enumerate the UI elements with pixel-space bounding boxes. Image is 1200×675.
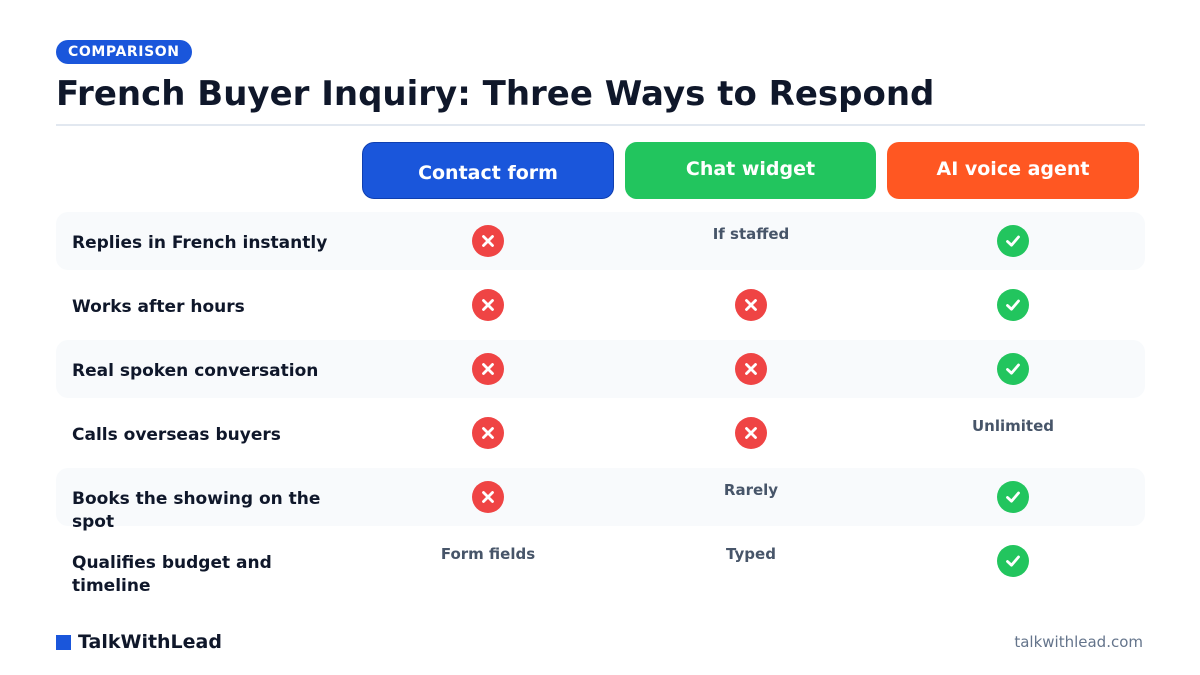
table-row: Books the showing on the spot Rarely (56, 468, 1145, 532)
table-row: Real spoken conversation (56, 340, 1145, 398)
cell-chat: Typed (625, 545, 877, 563)
column-header-ai-voice-agent: AI voice agent (887, 142, 1139, 199)
check-circle-icon (997, 353, 1029, 385)
row-label: Real spoken conversation (72, 361, 319, 381)
cell-chat (625, 353, 877, 385)
cell-voice (887, 289, 1139, 321)
cell-voice (887, 225, 1139, 257)
cell-voice: Unlimited (887, 417, 1139, 435)
cell-contact: Form fields (362, 545, 614, 563)
cell-text: Form fields (440, 545, 536, 563)
cell-chat (625, 417, 877, 449)
x-circle-icon (735, 353, 767, 385)
cell-text: Unlimited (972, 417, 1054, 435)
table-row: Calls overseas buyers Unlimited (56, 404, 1145, 462)
x-circle-icon (472, 225, 504, 257)
check-circle-icon (997, 481, 1029, 513)
cell-text: Rarely (723, 481, 779, 499)
cell-contact (362, 417, 614, 449)
cell-chat (625, 289, 877, 321)
x-circle-icon (735, 417, 767, 449)
cell-text: Typed (726, 545, 776, 563)
table-row: Qualifies budget and timeline Form fields… (56, 532, 1145, 596)
footer-url: talkwithlead.com (1014, 633, 1143, 651)
cell-voice (887, 545, 1139, 577)
column-header-contact-form: Contact form (362, 142, 614, 199)
table-row: Works after hours (56, 276, 1145, 334)
cell-chat: If staffed (625, 225, 877, 243)
cell-contact (362, 225, 614, 257)
cell-text: If staffed (712, 225, 790, 243)
x-circle-icon (472, 289, 504, 321)
title-divider (56, 124, 1145, 126)
cell-contact (362, 289, 614, 321)
cell-contact (362, 481, 614, 513)
x-circle-icon (472, 417, 504, 449)
row-label: Qualifies budget and timeline (72, 553, 272, 596)
brand-square-icon (56, 635, 71, 650)
check-circle-icon (997, 545, 1029, 577)
x-circle-icon (472, 353, 504, 385)
check-circle-icon (997, 289, 1029, 321)
x-circle-icon (735, 289, 767, 321)
row-label: Books the showing on the spot (72, 489, 321, 532)
check-circle-icon (997, 225, 1029, 257)
row-label: Works after hours (72, 297, 245, 317)
cell-voice (887, 353, 1139, 385)
x-circle-icon (472, 481, 504, 513)
table-row: Replies in French instantly If staffed (56, 212, 1145, 270)
category-badge: COMPARISON (56, 40, 192, 64)
row-label: Replies in French instantly (72, 233, 328, 253)
row-label: Calls overseas buyers (72, 425, 281, 445)
footer-brand: TalkWithLead (78, 631, 222, 653)
cell-chat: Rarely (625, 481, 877, 499)
cell-voice (887, 481, 1139, 513)
column-header-chat-widget: Chat widget (625, 142, 876, 199)
page-title: French Buyer Inquiry: Three Ways to Resp… (56, 74, 935, 114)
cell-contact (362, 353, 614, 385)
